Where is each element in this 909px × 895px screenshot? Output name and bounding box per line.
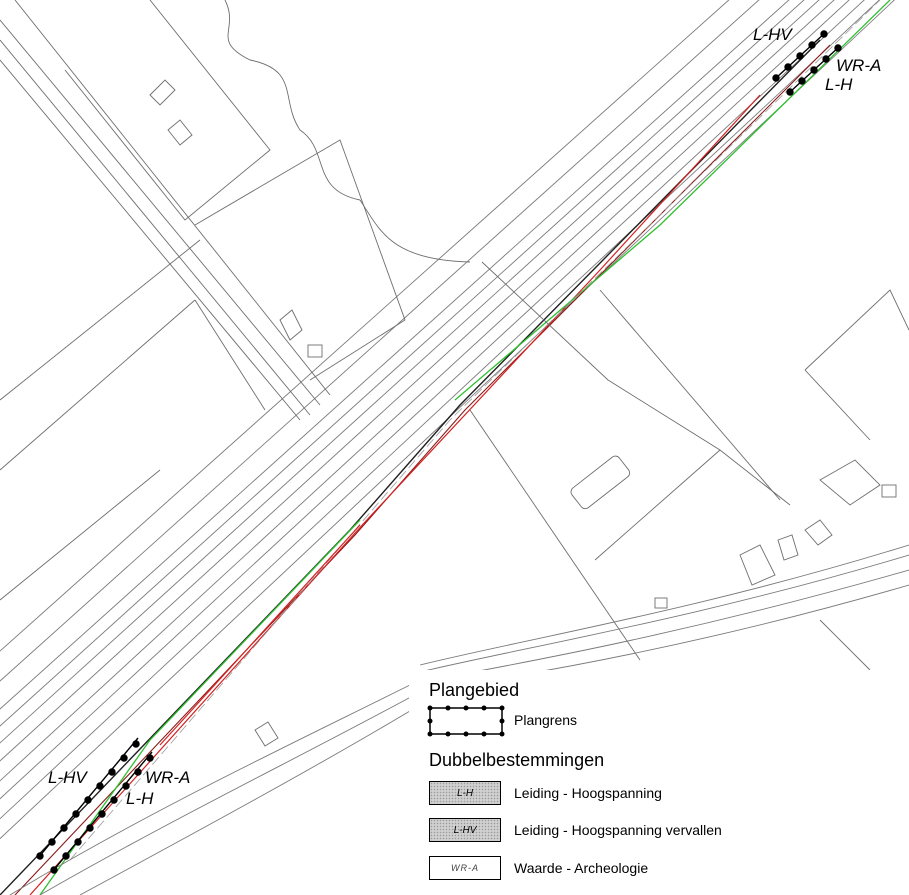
label-top-lh: L-H	[825, 75, 853, 94]
plan-boundary-top	[772, 30, 842, 96]
highway-lines	[0, 0, 895, 840]
swatch-lhv-code: L-HV	[453, 824, 477, 836]
legend-plangrens-label: Plangrens	[514, 712, 578, 728]
plangrens-swatch	[427, 705, 505, 737]
swatch-wra: WR-A	[429, 856, 501, 880]
buildings	[149, 79, 897, 747]
legend-item-lhv: Leiding - Hoogspanning vervallen	[514, 822, 722, 838]
legend-item-lh: Leiding - Hoogspanning	[514, 785, 662, 801]
map-legend: Plangebied Plangrens Dubbelbestemmingen …	[409, 670, 909, 895]
legend-plangebied-title: Plangebied	[429, 680, 520, 700]
label-top-wra: WR-A	[836, 56, 882, 75]
label-bottom-wra: WR-A	[145, 768, 191, 787]
label-bottom-lhv: L-HV	[48, 768, 87, 787]
label-bottom-lh: L-H	[126, 789, 154, 808]
legend-item-wra: Waarde - Archeologie	[514, 860, 649, 876]
label-top-lhv: L-HV	[753, 25, 792, 44]
swatch-lhv: L-HV	[429, 818, 501, 842]
swatch-lh-code: L-H	[456, 787, 474, 799]
plan-boundary-bottom	[36, 737, 154, 874]
parcel-lines	[0, 0, 909, 671]
swatch-lh: L-H	[429, 781, 501, 805]
legend-dubbel-title: Dubbelbestemmingen	[429, 750, 605, 770]
swatch-wra-code: WR-A	[449, 862, 481, 873]
